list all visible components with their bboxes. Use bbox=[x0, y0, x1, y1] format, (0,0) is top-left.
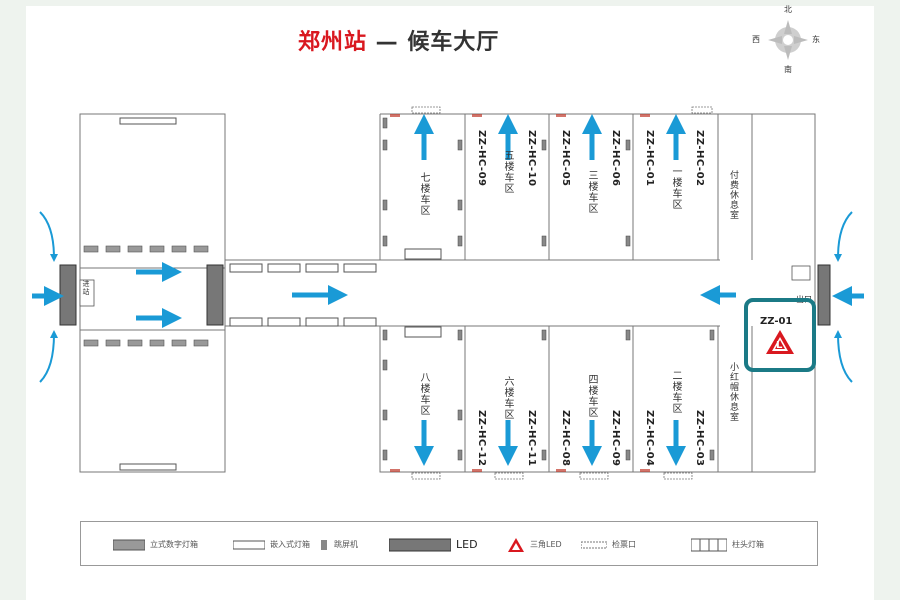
embedded-lightbox-icon bbox=[233, 540, 265, 549]
legend-label: 嵌入式灯箱 bbox=[270, 540, 310, 549]
zone-code: ZZ-HC-10 bbox=[526, 130, 537, 187]
zone-code: ZZ-HC-09 bbox=[610, 410, 621, 467]
legend-embedded-lightbox: 嵌入式灯箱 bbox=[233, 522, 310, 567]
compass-rose: 北 南 西 东 bbox=[752, 4, 824, 76]
highlight-code: ZZ-01 bbox=[760, 316, 793, 327]
zone-code: ZZ-HC-06 bbox=[610, 130, 621, 187]
triangle-led-icon bbox=[508, 537, 524, 552]
zone-label: 六楼车区 bbox=[502, 376, 513, 420]
zone-code: ZZ-HC-09 bbox=[476, 130, 487, 187]
zone-code: ZZ-HC-05 bbox=[560, 130, 571, 187]
lightbox-icon bbox=[113, 539, 145, 550]
legend-screen: 跳屏机 bbox=[321, 522, 358, 567]
legend-column-lightbox: 柱头灯箱 bbox=[691, 522, 764, 567]
zone-code: ZZ-HC-08 bbox=[560, 410, 571, 467]
compass-south: 南 bbox=[784, 65, 792, 74]
legend-label: LED bbox=[456, 538, 478, 551]
page-title: 郑州站 — 候车大厅 bbox=[298, 24, 499, 56]
zone-code: ZZ-HC-03 bbox=[694, 410, 705, 467]
triangle-led-icon: L bbox=[764, 328, 796, 356]
legend-ticket-gate: 检票口 bbox=[581, 522, 636, 567]
rest-room-bottom: 小红帽休息室 bbox=[728, 362, 738, 422]
legend-label: 柱头灯箱 bbox=[732, 540, 764, 549]
compass-icon bbox=[768, 20, 808, 60]
zone-label: 七楼车区 bbox=[418, 172, 429, 216]
screen-icon bbox=[321, 539, 327, 550]
zone-label: 一楼车区 bbox=[670, 166, 681, 210]
zone-code: ZZ-HC-12 bbox=[476, 410, 487, 467]
hall-name: 候车大厅 bbox=[407, 30, 500, 55]
zone-label: 二楼车区 bbox=[670, 370, 681, 414]
led-icon bbox=[389, 538, 451, 551]
zone-label: 三楼车区 bbox=[586, 170, 597, 214]
column-lightbox-icon bbox=[691, 538, 727, 551]
highlight-badge: L bbox=[776, 340, 783, 351]
zone-label: 五楼车区 bbox=[502, 150, 513, 194]
zone-code: ZZ-HC-04 bbox=[644, 410, 655, 467]
legend-led: LED bbox=[389, 522, 478, 567]
entry-label: 进站 bbox=[82, 280, 90, 296]
legend-label: 三角LED bbox=[530, 540, 562, 549]
highlight-frame[interactable] bbox=[744, 298, 816, 372]
zone-label: 八楼车区 bbox=[418, 372, 429, 416]
rest-room-top: 付费休息室 bbox=[728, 170, 738, 220]
ticket-gate-icon bbox=[581, 541, 607, 548]
compass-west: 西 bbox=[752, 35, 760, 44]
station-name: 郑州站 bbox=[298, 30, 368, 55]
compass-north: 北 bbox=[784, 5, 792, 14]
legend-triangle-led: 三角LED bbox=[507, 522, 562, 567]
compass-east: 东 bbox=[812, 35, 820, 44]
legend-label: 立式数字灯箱 bbox=[150, 540, 198, 549]
zone-code: ZZ-HC-01 bbox=[644, 130, 655, 187]
zone-code: ZZ-HC-11 bbox=[526, 410, 537, 467]
legend-label: 跳屏机 bbox=[334, 540, 358, 549]
floor-plan-sheet bbox=[26, 6, 874, 600]
legend-standing-lightbox: 立式数字灯箱 bbox=[113, 522, 198, 567]
zone-code: ZZ-HC-02 bbox=[694, 130, 705, 187]
title-separator: — bbox=[367, 30, 408, 55]
legend-label: 检票口 bbox=[612, 540, 636, 549]
zone-label: 四楼车区 bbox=[586, 374, 597, 418]
legend: 立式数字灯箱 嵌入式灯箱 跳屏机 LED 三角LED 检票口 柱头灯箱 bbox=[80, 521, 818, 566]
